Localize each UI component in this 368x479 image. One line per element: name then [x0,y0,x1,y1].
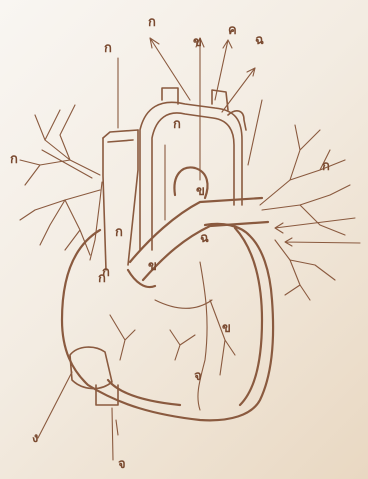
label-lower-left: ก [98,271,106,286]
superior-vena-cava [103,130,138,270]
label-mid-arch: ก [173,117,181,132]
label-top-arch-left: ก [148,15,156,30]
label-pulmonary-center: ฉ [200,231,209,246]
right-vessel-branches [260,125,350,300]
label-pulmonary-left: ข [148,259,157,274]
arrow-right-2 [285,238,360,246]
internal-structures [110,262,235,410]
label-inner-bottom: จ [194,369,202,384]
label-bottom-center: จ [118,457,126,472]
arrow-up-far-right [222,68,255,112]
label-inner-left: ก [115,225,123,240]
label-right-vessel: ก [322,159,330,174]
arrow-to-arch-right [248,100,262,165]
arrow-to-ivc-bottom [112,408,113,460]
heart-outline [62,224,273,420]
arrow-to-left-vessel [42,150,92,178]
label-left-vessel: ก [10,152,18,167]
arrow-small-right [116,420,118,435]
arrow-up-left [150,38,190,100]
arrow-to-ivc [38,372,72,438]
label-center-small: ข [196,184,205,199]
label-top-arch-right: ค [228,23,237,38]
arrow-up-center [196,38,204,180]
label-inner-right: ข [222,321,231,336]
label-top-right: ฉ [255,33,264,48]
pointer-arrows [38,38,360,460]
label-bottom-left: ง [32,431,38,446]
label-top-center: ข [193,35,202,50]
label-top-left: ก [104,41,112,56]
